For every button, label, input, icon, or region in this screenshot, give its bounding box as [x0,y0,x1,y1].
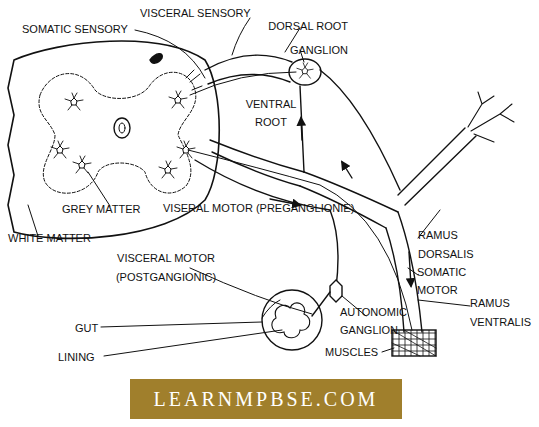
part-label: VISERAL MOTOR (PREGANGLIONIE) [163,201,354,215]
part-label: RAMUS DORSALIS [418,226,482,264]
part-label: GUT [75,321,98,335]
part-label: SOMATIC SENSORY [22,22,128,36]
part-label: WHITE MATTER [8,231,91,245]
part-label: VENTRAL ROOT [240,95,302,131]
part-label: DORSAL ROOT GANGLION [256,14,348,62]
part-label: MUSCLES [325,345,378,359]
part-label: RAMUS VENTRALIS [470,294,538,332]
part-label: AUTONOMIC GANGLION [340,303,416,339]
watermark-box: LEARNMPBSE.COM [130,379,402,419]
part-label: LINING [58,350,95,364]
part-label: SOMATIC MOTOR [417,263,477,299]
part-label: VISCERAL MOTOR (POSTGANGIONIC) [104,249,228,287]
part-label: GREY MATTER [62,202,140,216]
part-label: VISCERAL SENSORY [140,6,251,20]
watermark-text: LEARNMPBSE.COM [154,388,379,411]
